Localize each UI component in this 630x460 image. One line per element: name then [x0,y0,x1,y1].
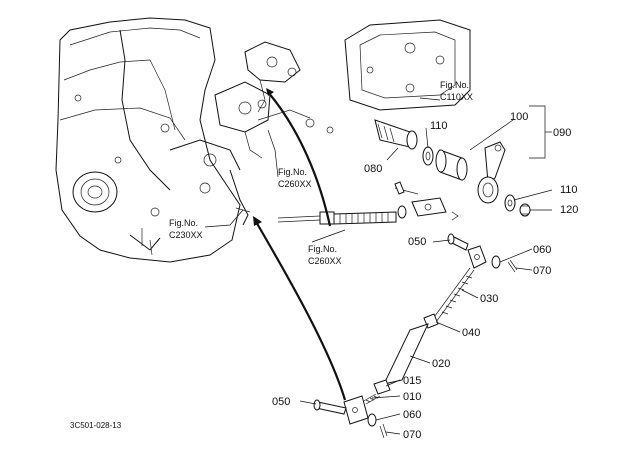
part-label-015: 015 [403,375,421,387]
fig-ref-c260-upper-fig: Fig.No. [278,167,307,177]
upper-lever-illustration [244,41,301,113]
part-label-070-lower: 070 [403,429,421,441]
fig-ref-c230-code: C230XX [169,230,203,240]
fig-ref-c260-lower-code: C260XX [308,256,342,266]
fig-ref-c260-upper: Fig.No. C260XX [278,167,312,189]
part-label-030: 030 [480,293,498,305]
linkage-curves [253,88,347,401]
part-label-110-right: 110 [560,184,578,196]
fig-ref-c260-lower: Fig.No. C260XX [308,244,342,266]
shaft-080-illustration [374,119,418,150]
part-label-120: 120 [560,204,578,216]
leader-lines [204,97,553,435]
collar-and-washers-illustration [422,146,468,181]
part-label-060-lower: 060 [403,409,421,421]
lever-090-illustration [477,141,506,204]
part-label-090: 090 [553,127,571,139]
cable-assembly-illustration [277,181,459,225]
part-label-100: 100 [510,111,528,123]
rod-assembly-illustration [313,233,518,439]
part-label-050-lower: 050 [272,396,290,408]
part-label-010: 010 [403,391,421,403]
part-label-060-upper: 060 [533,244,551,256]
part-label-040: 040 [462,327,480,339]
part-label-070-upper: 070 [533,265,551,277]
washer-and-nut-illustration [504,194,531,217]
right-housing-illustration [344,19,471,111]
drawing-code: 3C501-028-13 [70,421,122,430]
fig-ref-c110-fig: Fig.No. [440,80,469,90]
fig-ref-c260-lower-fig: Fig.No. [308,244,337,254]
part-labels: 090 100 110 110 120 080 050 060 070 030 … [272,111,578,441]
part-label-020: 020 [432,358,450,370]
part-label-080: 080 [364,163,382,175]
fig-ref-c230: Fig.No. C230XX [169,218,203,240]
fig-ref-c110: Fig.No. C110XX [440,80,473,102]
part-label-050-upper: 050 [408,236,426,248]
part-label-110-top: 110 [430,120,448,132]
fig-ref-c260-upper-code: C260XX [278,179,312,189]
fig-ref-c110-code: C110XX [440,92,473,102]
transmission-housing-illustration [55,17,334,263]
fig-ref-c230-fig: Fig.No. [169,218,198,228]
